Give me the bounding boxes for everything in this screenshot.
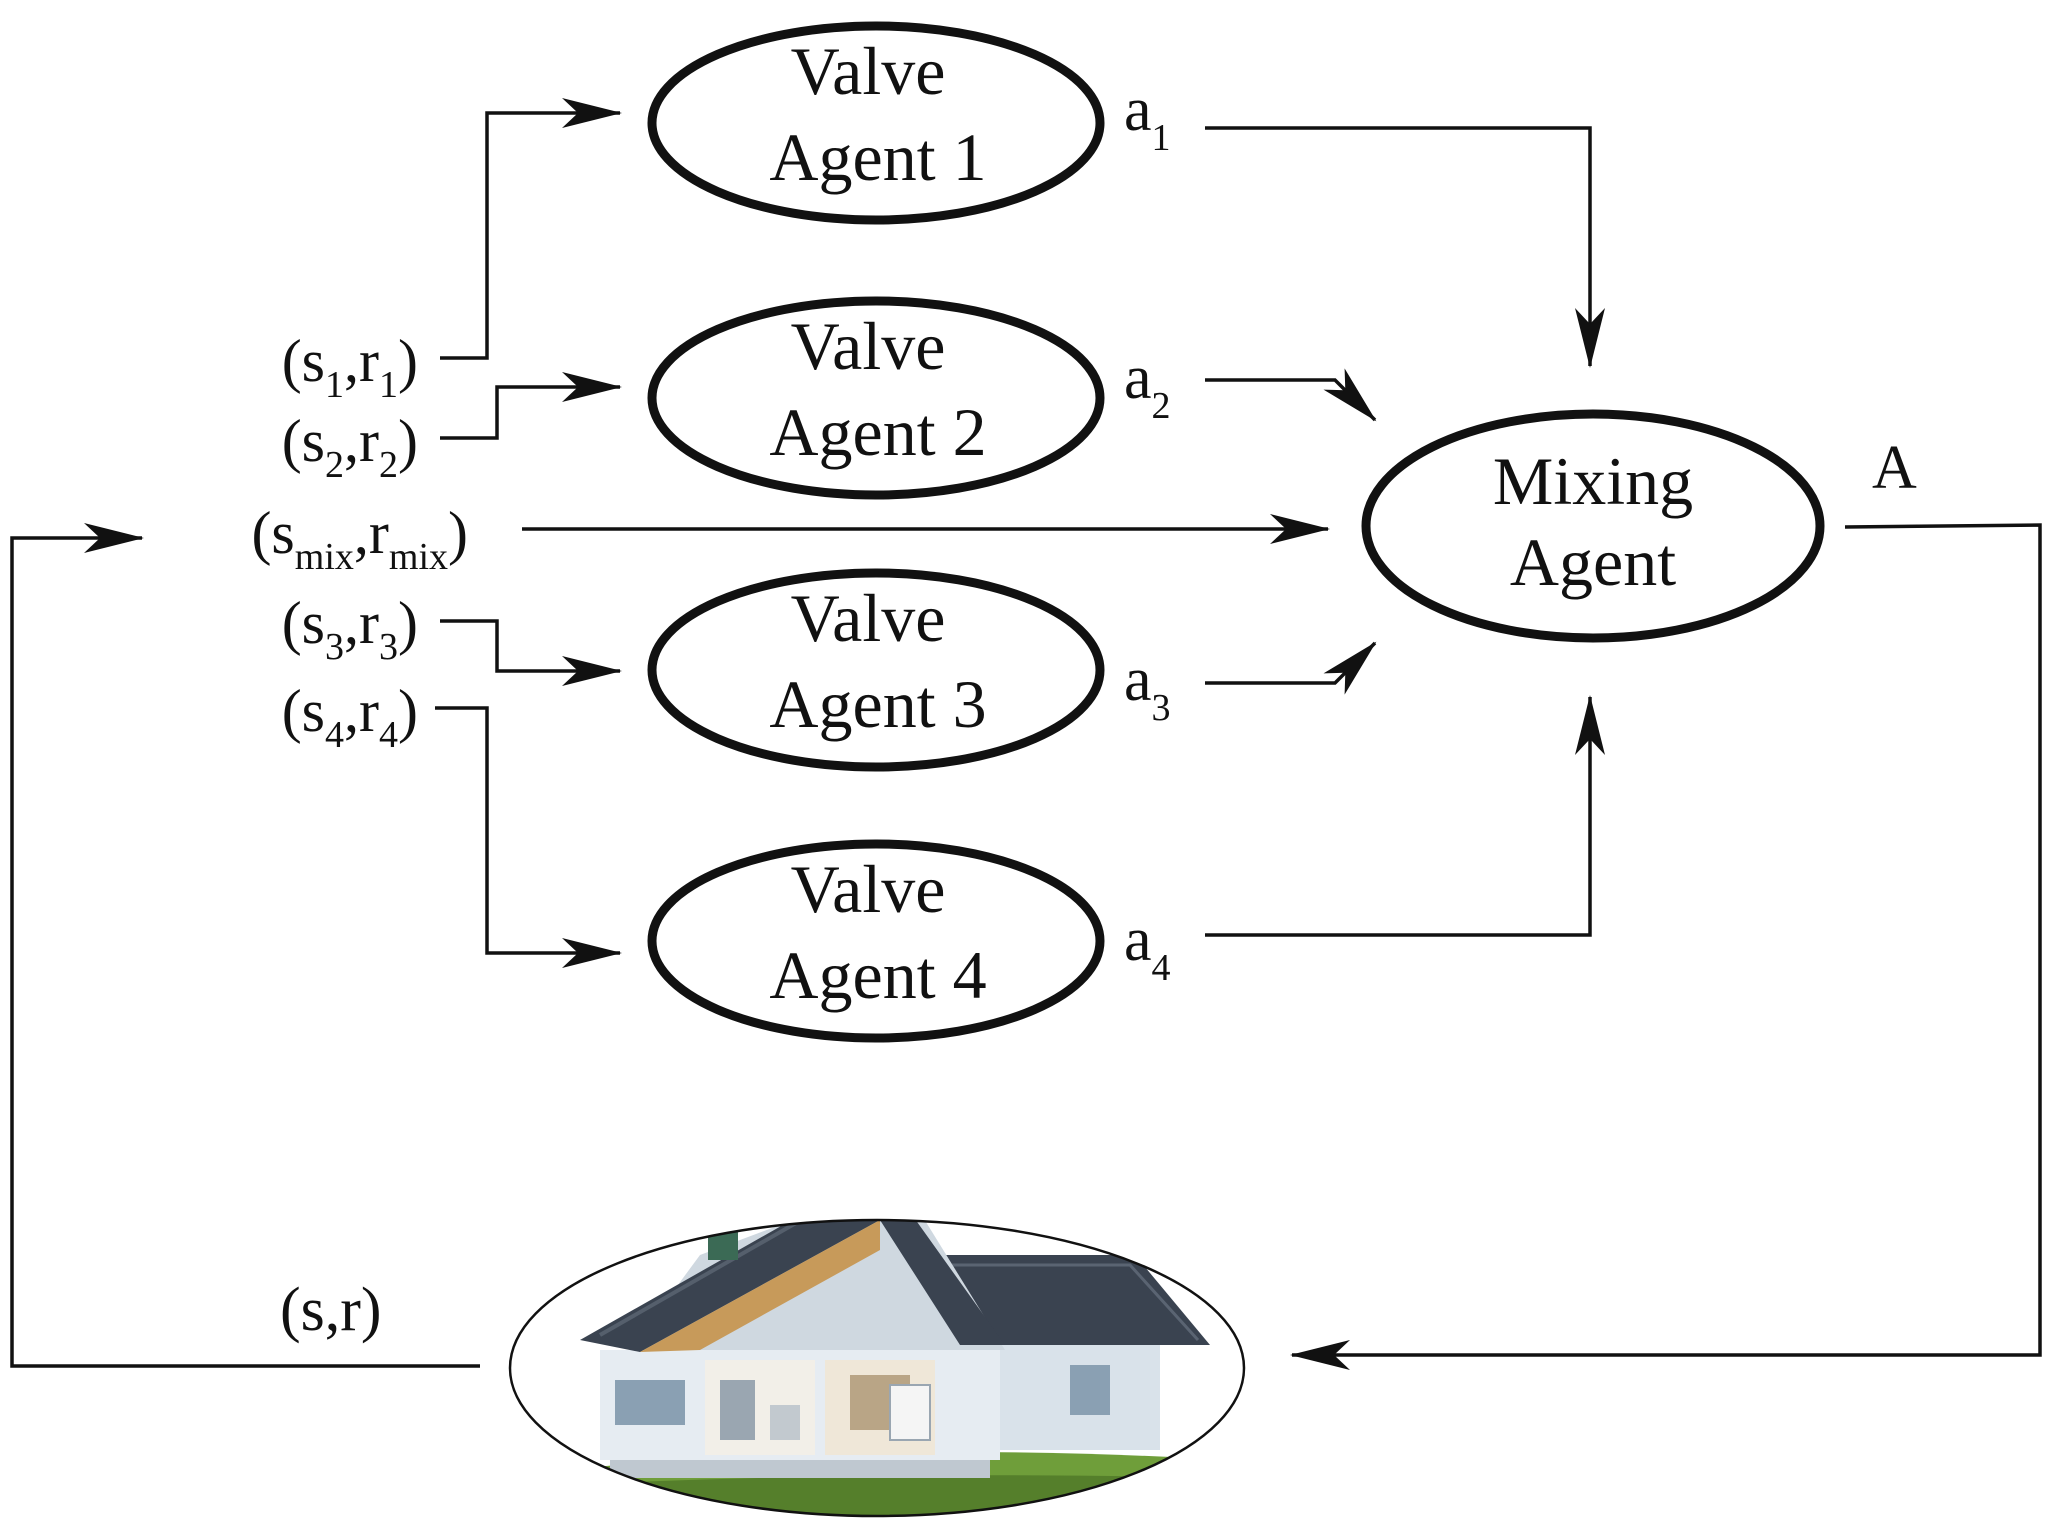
valve-agent-3: Valve Agent 3 [647,568,1105,772]
arrow-a4-to-mixing [1205,695,1605,937]
input-s1-r1: (s1,r1) [282,328,418,406]
valve-agent-1: Valve Agent 1 [647,21,1105,225]
arrow-sr2-to-valve2 [440,372,622,440]
arrow-environment-to-inputs [10,523,480,1368]
valve-agent-4: Valve Agent 4 [647,839,1105,1043]
action-a1: a1 [1124,76,1171,159]
mixing-agent-line2: Agent [1510,524,1676,600]
action-a2: a2 [1124,344,1171,427]
input-s3-r3: (s3,r3) [282,590,418,668]
mixing-agent: Mixing Agent [1361,409,1825,643]
input-s2-r2: (s2,r2) [282,408,418,486]
valve-agent-2-line1: Valve [791,308,946,384]
action-a3: a3 [1124,646,1171,729]
input-s4-r4: (s4,r4) [282,678,418,756]
joint-action-label: A [1872,434,1917,502]
valve-agent-1-line2: Agent 1 [769,119,986,195]
valve-agent-4-line2: Agent 4 [769,937,986,1013]
valve-agent-2-line2: Agent 2 [769,394,986,470]
arrow-sr4-to-valve4 [435,706,622,968]
arrow-joint-action-to-environment [1290,523,2042,1370]
input-smix-rmix: (smix,rmix) [251,500,468,578]
arrow-a2-to-mixing [1205,368,1377,422]
valve-agent-3-line1: Valve [791,580,946,656]
arrow-a3-to-mixing [1205,641,1377,695]
valve-agent-3-line2: Agent 3 [769,666,986,742]
feedback-label: (s,r) [280,1276,382,1344]
mixing-agent-line1: Mixing [1493,443,1693,519]
arrow-sr3-to-valve3 [440,619,622,686]
arrow-a1-to-mixing [1205,126,1605,368]
environment-house-icon [508,1218,1246,1518]
arrow-sr1-to-valve1 [440,98,622,360]
action-a4: a4 [1124,906,1171,989]
valve-agent-4-line1: Valve [791,851,946,927]
valve-agent-1-line1: Valve [791,33,946,109]
valve-agent-2: Valve Agent 2 [647,296,1105,500]
